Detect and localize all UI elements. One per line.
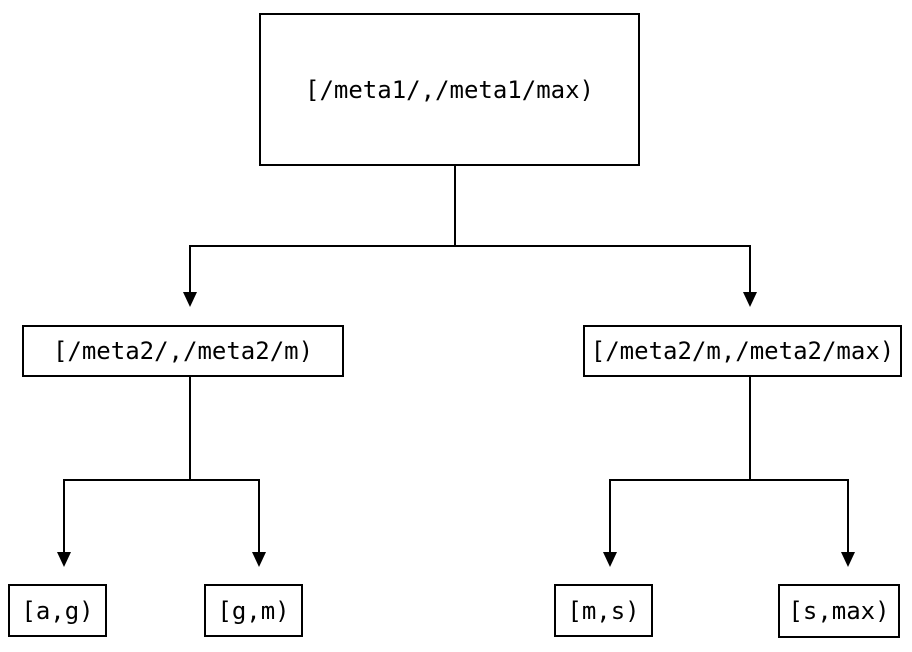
- node-meta1-range-label: [/meta1/,/meta1/max): [305, 75, 594, 104]
- node-meta2-low-range: [/meta2/,/meta2/m): [22, 325, 344, 377]
- node-leaf-m-s-label: [m,s): [567, 596, 640, 625]
- arrowhead-to-leaf-m-s: [603, 552, 617, 567]
- arrowhead-to-leaf-s-max: [841, 552, 855, 567]
- edge-root-rail: [189, 245, 751, 292]
- edge-meta2-high-to-children: [609, 377, 849, 552]
- edge-root-to-children: [189, 166, 751, 292]
- node-meta2-low-range-label: [/meta2/,/meta2/m): [52, 337, 314, 365]
- node-leaf-a-g-label: [a,g): [21, 596, 94, 625]
- node-leaf-m-s: [m,s): [554, 584, 653, 637]
- node-meta2-high-range-label: [/meta2/m,/meta2/max): [590, 337, 895, 365]
- arrowhead-to-meta2-high: [743, 292, 757, 307]
- arrowhead-to-leaf-a-g: [57, 552, 71, 567]
- node-leaf-s-max-label: [s,max): [788, 597, 890, 625]
- edge-meta2-low-to-children: [63, 377, 260, 552]
- arrowhead-to-meta2-low: [183, 292, 197, 307]
- arrowhead-to-leaf-g-m: [252, 552, 266, 567]
- node-meta2-high-range: [/meta2/m,/meta2/max): [583, 325, 902, 377]
- node-meta1-range: [/meta1/,/meta1/max): [259, 13, 640, 166]
- node-leaf-g-m: [g,m): [204, 584, 303, 637]
- edge-meta2-low-rail: [63, 479, 260, 552]
- node-leaf-a-g: [a,g): [8, 584, 107, 637]
- node-leaf-g-m-label: [g,m): [217, 596, 290, 625]
- edge-meta2-high-rail: [609, 479, 849, 552]
- node-leaf-s-max: [s,max): [778, 584, 900, 638]
